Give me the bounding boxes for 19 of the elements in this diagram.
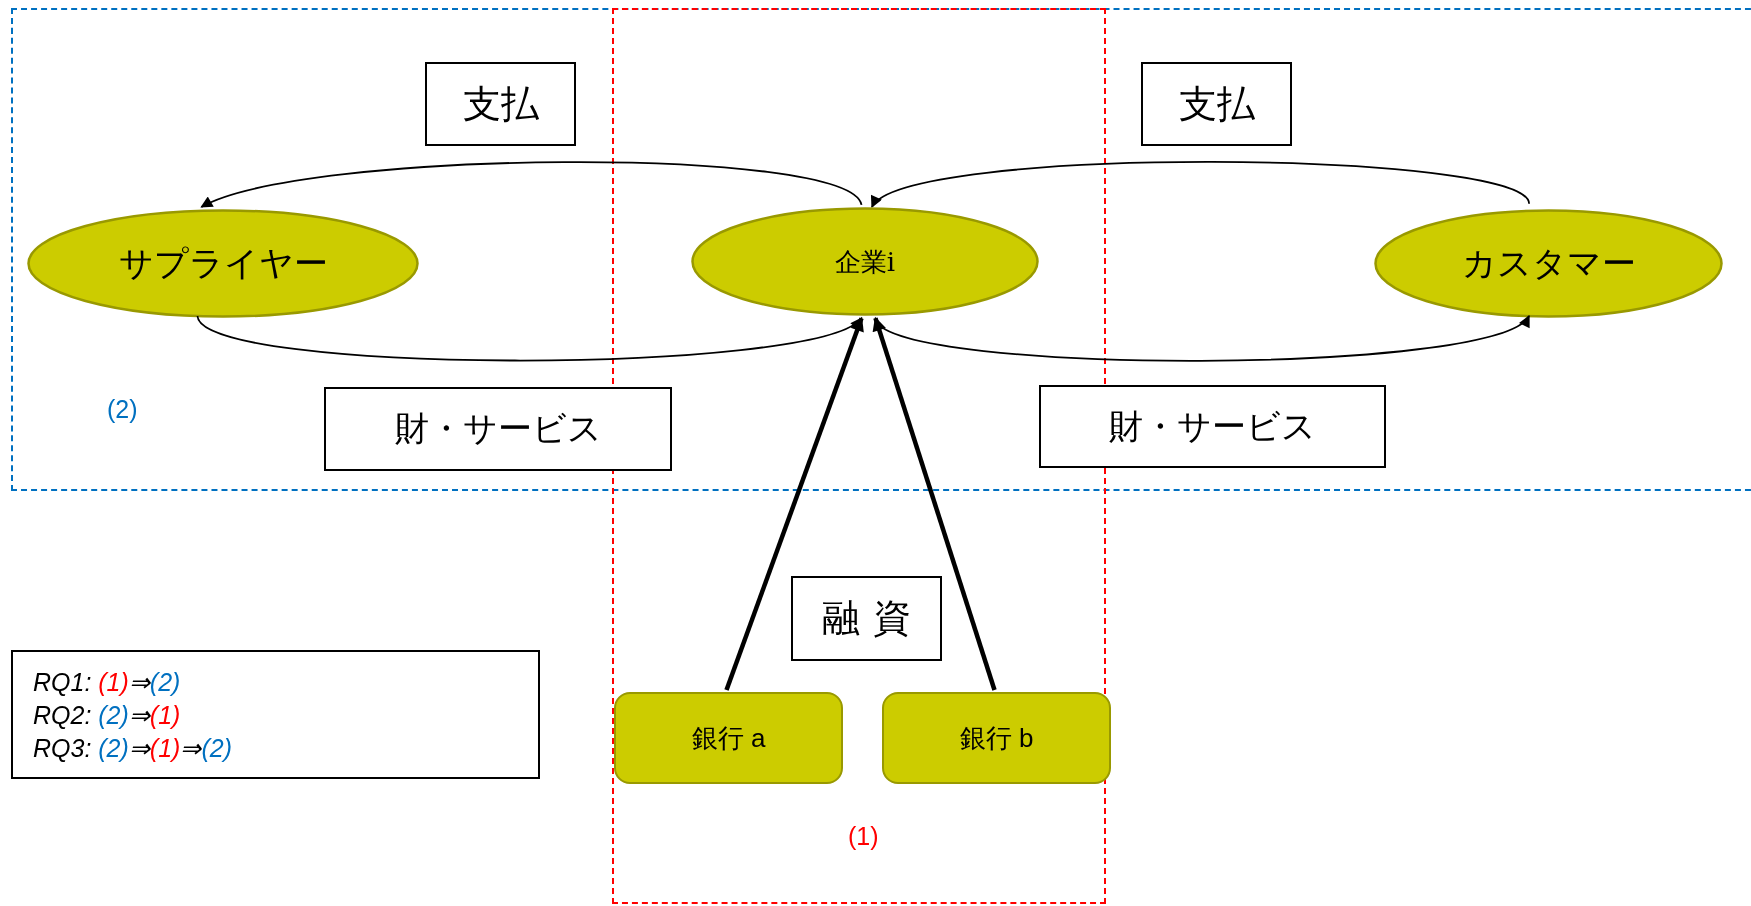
node-label: 企業i [834, 245, 896, 278]
arrow [872, 316, 997, 691]
rounded-box: 銀行 b [882, 692, 1111, 784]
arrow [724, 316, 864, 691]
text-box [11, 650, 540, 779]
text-box: 支払 [425, 62, 576, 146]
node-label: サプライヤー [118, 241, 328, 285]
text-box: 支払 [1141, 62, 1292, 146]
text-box: 融 資 [791, 576, 942, 661]
rounded-box: 銀行 a [614, 692, 843, 784]
dashed-region [11, 8, 1751, 491]
research-question: RQ2: (2)⇒(1) [33, 700, 181, 731]
research-question: RQ1: (1)⇒(2) [33, 667, 181, 698]
arrow [200, 161, 863, 209]
region-label: (2) [107, 395, 138, 424]
region-label: (1) [848, 822, 879, 851]
node-label: カスタマー [1461, 241, 1636, 285]
research-question: RQ3: (2)⇒(1)⇒(2) [33, 733, 232, 764]
arrow [871, 161, 1530, 208]
